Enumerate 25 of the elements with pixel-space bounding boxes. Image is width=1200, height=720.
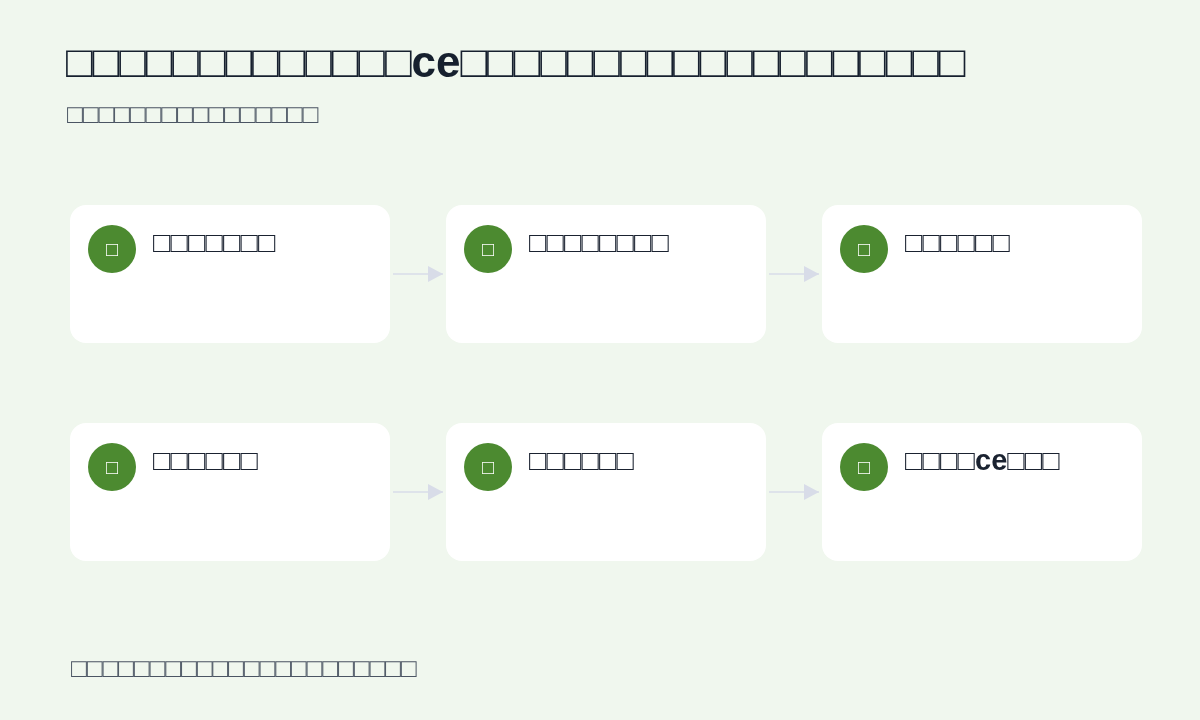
arrow — [768, 266, 820, 282]
step-card — [822, 205, 1142, 343]
step-number-badge: □ — [464, 225, 512, 273]
step-title: □□□□□□ — [153, 443, 259, 478]
step-card — [70, 205, 390, 343]
step-number-badge: □ — [464, 443, 512, 491]
step-title: □□□□□□ — [529, 443, 635, 478]
step-title: □□□□ce□□□ — [905, 443, 1060, 478]
step-number-badge: □ — [88, 225, 136, 273]
step-title: □□□□□□ — [905, 225, 1011, 260]
step-number-badge: □ — [840, 225, 888, 273]
step-number-badge: □ — [840, 443, 888, 491]
step-card — [70, 423, 390, 561]
step-number-badge: □ — [88, 443, 136, 491]
arrow — [392, 484, 444, 500]
title: □□□□□□□□□□□□□ce□□□□□□□□□□□□□□□□□□□ — [66, 37, 966, 87]
footer-note: □□□□□□□□□□□□□□□□□□□□□□ — [71, 653, 417, 683]
step-title: □□□□□□□□ — [529, 225, 670, 260]
step-card — [822, 423, 1142, 561]
step-card — [446, 423, 766, 561]
step-card — [446, 205, 766, 343]
step-title: □□□□□□□ — [153, 225, 276, 260]
arrow — [392, 266, 444, 282]
arrow — [768, 484, 820, 500]
subtitle: □□□□□□□□□□□□□□□□ — [67, 99, 319, 129]
